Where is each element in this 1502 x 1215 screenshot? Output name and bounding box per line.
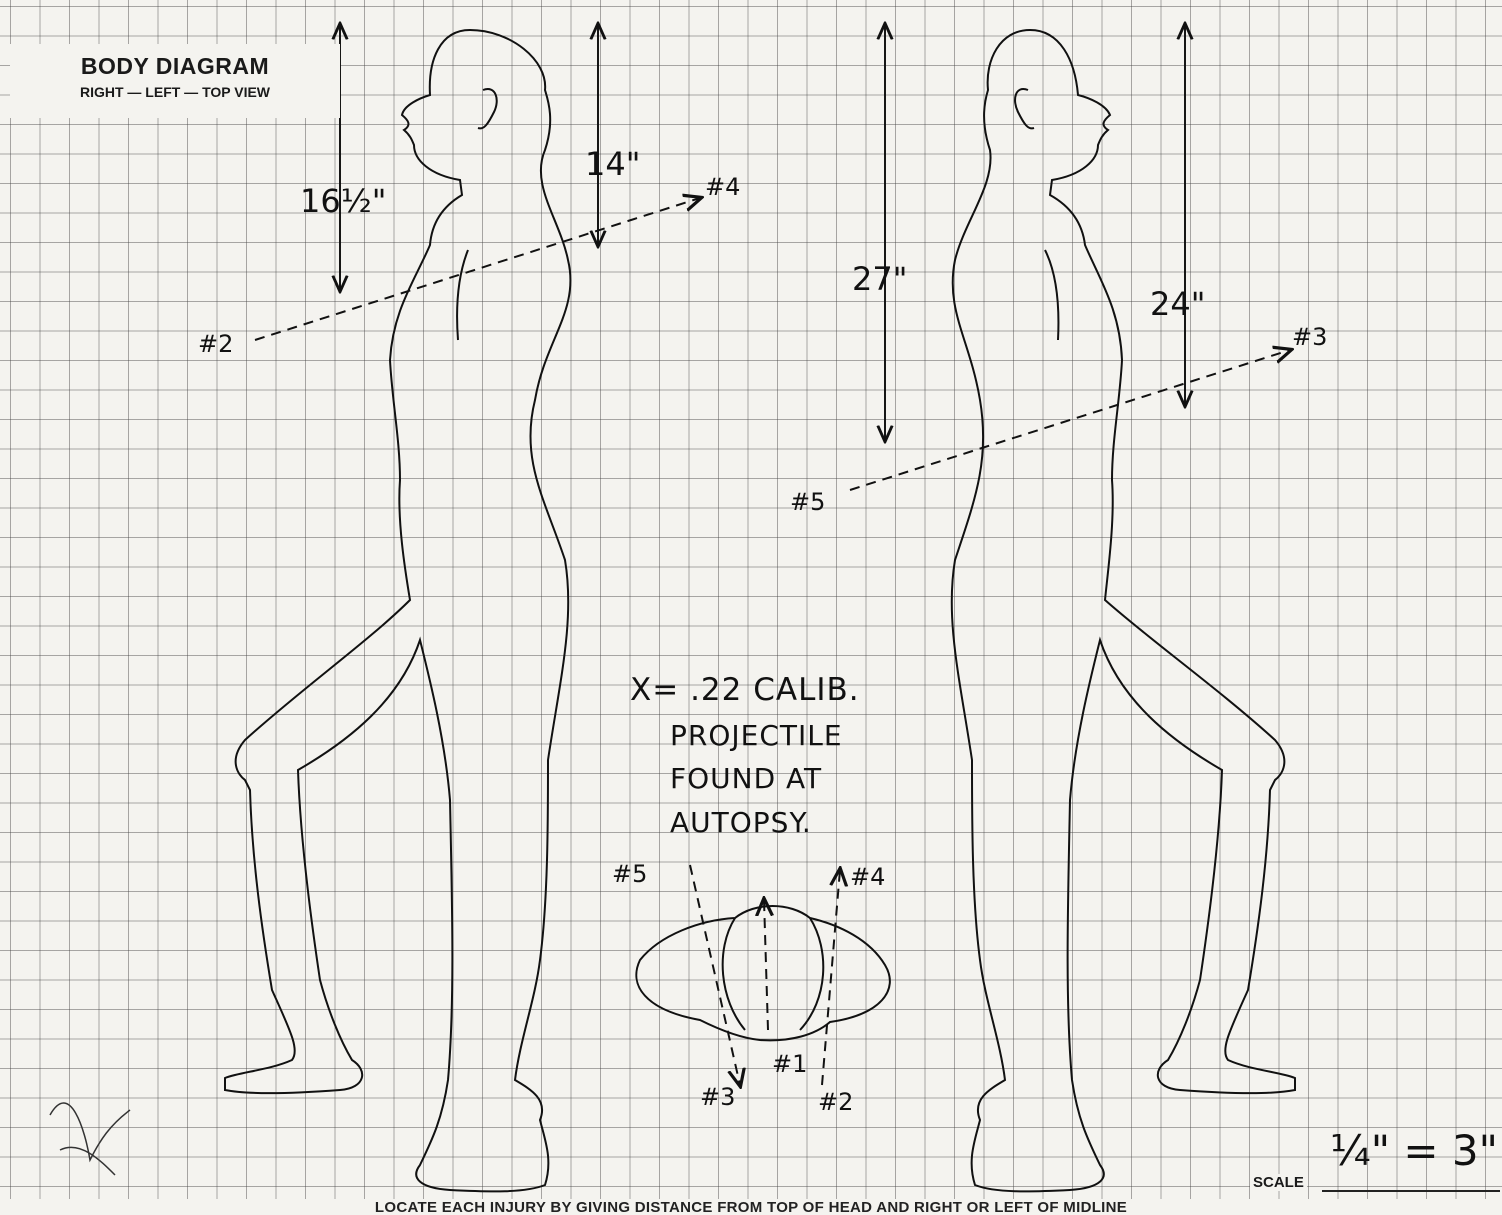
right-figure [952,30,1295,1191]
measure-27: 27" [852,260,907,298]
top-label-1: #1 [772,1050,807,1078]
wound-label-3-right: #3 [1292,323,1327,351]
trajectory-top-2-4 [822,870,840,1085]
left-figure [225,30,570,1191]
scale-label: SCALE [1250,1174,1307,1191]
top-label-2: #2 [818,1088,853,1116]
trajectory-top-1 [764,900,768,1030]
note-line-4: AUTOPSY. [670,806,812,839]
measure-16-5: 16½" [300,182,386,220]
top-view-figure [636,906,890,1040]
note-line-3: FOUND AT [670,762,822,795]
top-label-3: #3 [700,1083,735,1111]
wound-label-4-left: #4 [705,173,740,201]
wound-label-5-right: #5 [790,488,825,516]
scale-value: ¼" = 3" [1330,1126,1498,1175]
top-label-5: #5 [612,860,647,888]
measure-24: 24" [1150,285,1205,323]
measure-14: 14" [585,145,640,183]
wound-label-2-left: #2 [198,330,233,358]
footer-instruction: LOCATE EACH INJURY BY GIVING DISTANCE FR… [0,1199,1502,1215]
page-subtitle: RIGHT — LEFT — TOP VIEW [10,84,340,100]
trajectory-right [850,350,1290,490]
note-line-1: X= .22 CALIB. [630,672,860,708]
page-title: BODY DIAGRAM [10,53,340,80]
trajectory-top-5-3 [690,865,740,1085]
measurement-arrows [340,25,1185,440]
top-label-4: #4 [850,863,885,891]
title-block: BODY DIAGRAM RIGHT — LEFT — TOP VIEW [10,44,340,118]
trajectory-lines [255,198,1290,1085]
scale-underline [1322,1190,1500,1192]
signature-mark [50,1103,130,1175]
note-line-2: PROJECTILE [670,719,843,752]
